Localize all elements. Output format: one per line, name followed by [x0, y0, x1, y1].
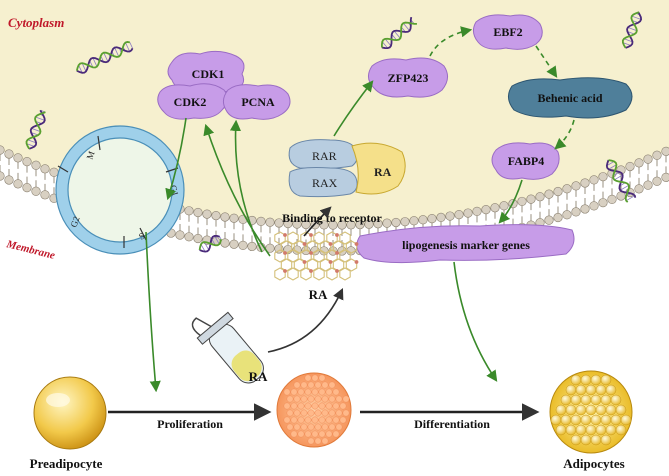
cell-cycle-diagram: M G1 S G2: [55, 125, 185, 255]
preadipocyte-label: Preadipocyte: [30, 456, 103, 471]
preadipocyte-cell: [33, 376, 107, 450]
arrow-ebf2-to-behenic: [535, 45, 558, 78]
arrow-receptor-to-zfp423: [333, 80, 374, 137]
ebf2-protein: EBF2: [472, 14, 543, 50]
cdk1-label: CDK1: [192, 67, 225, 81]
zfp423-label: ZFP423: [388, 71, 429, 85]
arrow-fabp4-to-genes: [498, 179, 523, 224]
arrow-ra-to-cdk2: [203, 123, 271, 257]
proliferation-label: Proliferation: [157, 417, 223, 431]
pcna-label: PCNA: [241, 95, 275, 109]
cell-cycle-ring: [56, 126, 184, 254]
cdk2-protein: CDK2: [157, 83, 228, 120]
pcna-protein: PCNA: [222, 84, 291, 120]
fabp4-label: FABP4: [508, 154, 544, 168]
arrow-cdk2-to-cycle: [165, 117, 187, 201]
rax-label: RAX: [312, 176, 338, 190]
phase-s-label: S: [137, 231, 146, 242]
dna-helix-decorations: [25, 11, 643, 253]
lipogenesis-genes-band: lipogenesis marker genes: [356, 224, 575, 264]
rar-label: RAR: [312, 149, 337, 163]
ra-test-tube: [191, 311, 264, 384]
receptor-complex: RAR RAX RA: [288, 139, 406, 198]
ra-crystal-lattice: [274, 231, 359, 281]
cdk2-label: CDK2: [174, 95, 207, 109]
lipogenesis-label: lipogenesis marker genes: [402, 238, 530, 252]
adipocyte-cluster: [549, 370, 633, 454]
zfp423-protein: ZFP423: [368, 57, 448, 98]
arrow-genes-to-differentiation: [453, 261, 498, 382]
arrow-behenic-to-fabp4: [554, 119, 575, 150]
pathway-arrows: [145, 26, 575, 393]
ra-crystal-label: RA: [309, 287, 328, 302]
phase-g2-label: G2: [68, 215, 81, 229]
cdk1-protein: CDK1: [167, 50, 245, 94]
arrow-zfp423-to-ebf2: [429, 26, 473, 57]
binding-to-receptor-label: Binding to receptor: [282, 211, 382, 225]
ra-receptor-label: RA: [374, 165, 392, 179]
arrow-tube-to-crystal: [267, 287, 344, 353]
proliferating-cell-cluster: [276, 372, 352, 448]
cytoplasm-label: Cytoplasm: [8, 15, 64, 30]
arrow-cycle-to-proliferation: [145, 231, 161, 393]
fabp4-protein: FABP4: [491, 142, 560, 180]
ebf2-label: EBF2: [493, 25, 522, 39]
behenic-acid-blob: Behenic acid: [508, 77, 633, 119]
behenic-acid-label: Behenic acid: [538, 91, 603, 105]
differentiation-label: Differentiation: [414, 417, 490, 431]
adipocytes-label: Adipocytes: [563, 456, 624, 471]
arrow-crystal-to-receptor: [303, 206, 332, 237]
ra-tube-label: RA: [249, 369, 268, 384]
phase-m-label: M: [84, 150, 96, 161]
membrane-label: Membrane: [4, 238, 56, 262]
arrow-ra-to-pcna: [229, 119, 263, 253]
